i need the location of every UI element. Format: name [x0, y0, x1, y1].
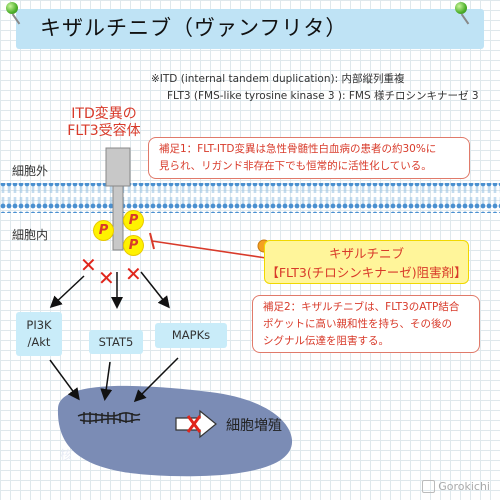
arrow-mapks-to-nucleus: [133, 357, 179, 403]
dna-icon: [77, 412, 141, 424]
label-intracellular: 細胞内: [12, 228, 49, 242]
page-title: キザルチニブ（ヴァンフリタ）: [40, 16, 348, 40]
pathway-stat5: STAT5: [89, 330, 143, 354]
arrow-to-pi3k: [49, 275, 85, 309]
phosphate-icon-2: P: [124, 211, 143, 230]
supplement-1-line1: 補足1：FLT-ITD変異は急性骨髄性白血病の患者の約30%に: [159, 143, 437, 155]
supplement-1-line2: 見られ、リガンド非存在下でも恒常的に活性化している。: [159, 160, 432, 172]
nucleus-label: 核: [60, 448, 73, 462]
title-bar: [16, 9, 484, 49]
blocked-arrow-icon: [175, 409, 217, 439]
supplement-2-line3: シグナル伝達を阻害する。: [263, 335, 389, 347]
watermark: Gorokichi: [422, 479, 490, 493]
note-flt3: FLT3 (FMS-like tyrosine kinase 3 ): FMS …: [167, 90, 479, 102]
label-extracellular: 細胞外: [12, 164, 49, 178]
pin-icon: [6, 2, 18, 14]
cross-mark-icon-1: ✕: [80, 253, 97, 277]
drug-mechanism: 【FLT3(チロシンキナーゼ)阻害剤】: [266, 265, 467, 280]
receptor-extracellular-domain: [105, 147, 131, 187]
receptor-label: ITD変異の FLT3受容体: [44, 106, 164, 140]
pathway-mapks: MAPKs: [155, 323, 227, 348]
phosphate-icon-3: P: [124, 236, 143, 255]
supplement-2-line2: ポケットに高い親和性を持ち、その後の: [263, 318, 452, 330]
supplement-2-line1: 補足2：キザルチニブは、FLT3のATP結合: [263, 301, 460, 313]
watermark-logo-icon: [422, 480, 436, 493]
receptor-label-line2: FLT3受容体: [67, 123, 141, 139]
pin-icon: [455, 2, 467, 14]
pathway-pi3k-line2: /Akt: [27, 335, 51, 349]
receptor-stalk: [112, 185, 124, 251]
cell-membrane: [0, 183, 500, 213]
supplement-2-box: 補足2：キザルチニブは、FLT3のATP結合 ポケットに高い親和性を持ち、その後…: [252, 295, 480, 353]
arrow-pi3k-to-nucleus: [49, 359, 80, 401]
cross-mark-icon-2: ✕: [98, 266, 115, 290]
cross-mark-icon-3: ✕: [125, 262, 142, 286]
arrow-to-mapks: [140, 271, 170, 309]
drug-name: キザルチニブ: [328, 246, 404, 261]
arrow-stat5-to-nucleus: [100, 361, 113, 401]
watermark-text: Gorokichi: [438, 479, 490, 493]
note-itd: ※ITD (internal tandem duplication): 内部縦列…: [151, 73, 405, 85]
nucleus: [57, 385, 293, 477]
outcome-label: 細胞増殖: [226, 418, 282, 434]
pin-icon-left: [6, 2, 21, 25]
pin-icon-right: [455, 2, 470, 25]
phosphate-icon-1: P: [94, 221, 113, 240]
supplement-1-box: 補足1：FLT-ITD変異は急性骨髄性白血病の患者の約30%に 見られ、リガンド…: [148, 137, 470, 179]
pathway-pi3k-akt: PI3K /Akt: [16, 312, 62, 356]
drug-box: キザルチニブ 【FLT3(チロシンキナーゼ)阻害剤】: [264, 240, 469, 284]
receptor-label-line1: ITD変異の: [71, 106, 137, 122]
pathway-pi3k-line1: PI3K: [26, 318, 52, 332]
inhibition-bar: [149, 232, 155, 250]
inhibition-line: [151, 240, 267, 259]
